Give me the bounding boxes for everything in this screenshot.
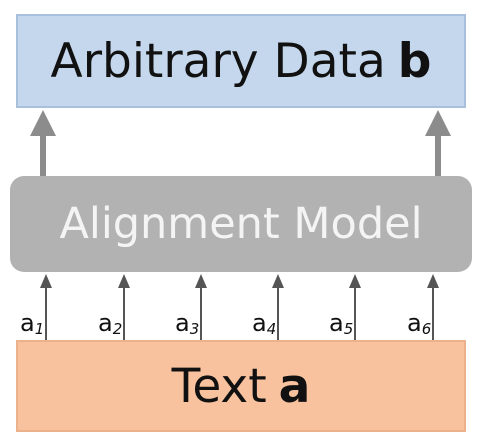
token-base: a	[407, 309, 422, 337]
output-arrow-left-head	[30, 110, 56, 136]
token-label-2: a2	[98, 311, 122, 337]
arbitrary-data-variable: b	[397, 33, 432, 89]
token-index: 4	[266, 320, 277, 338]
token-label-4: a4	[252, 311, 276, 337]
token-arrow-4-head	[272, 274, 284, 288]
token-label-3: a3	[175, 311, 199, 337]
arbitrary-data-box: Arbitrary Data b	[16, 14, 466, 108]
output-arrow-right-head	[425, 110, 451, 136]
token-index: 3	[189, 320, 200, 338]
token-arrow-5-head	[349, 274, 361, 288]
token-index: 6	[421, 320, 432, 338]
text-box: Text a	[16, 340, 466, 432]
token-arrow-1-head	[40, 274, 52, 288]
text-variable: a	[278, 358, 311, 414]
token-arrow-2-head	[118, 274, 130, 288]
token-label-6: a6	[407, 311, 431, 337]
token-base: a	[98, 309, 113, 337]
alignment-model-label: Alignment Model	[59, 199, 423, 249]
token-index: 2	[112, 320, 123, 338]
token-base: a	[20, 309, 35, 337]
text-label: Text	[171, 358, 267, 414]
token-label-5: a5	[329, 311, 353, 337]
alignment-model-box: Alignment Model	[10, 176, 472, 272]
token-arrow-6-head	[427, 274, 439, 288]
output-arrows	[30, 110, 451, 176]
token-index: 5	[343, 320, 354, 338]
output-arrow-left	[30, 110, 56, 176]
token-arrow-3-head	[195, 274, 207, 288]
token-base: a	[175, 309, 190, 337]
token-base: a	[252, 309, 267, 337]
token-label-1: a1	[20, 311, 44, 337]
token-index: 1	[34, 320, 45, 338]
arbitrary-data-label: Arbitrary Data	[50, 33, 386, 89]
token-base: a	[329, 309, 344, 337]
output-arrow-right	[425, 110, 451, 176]
